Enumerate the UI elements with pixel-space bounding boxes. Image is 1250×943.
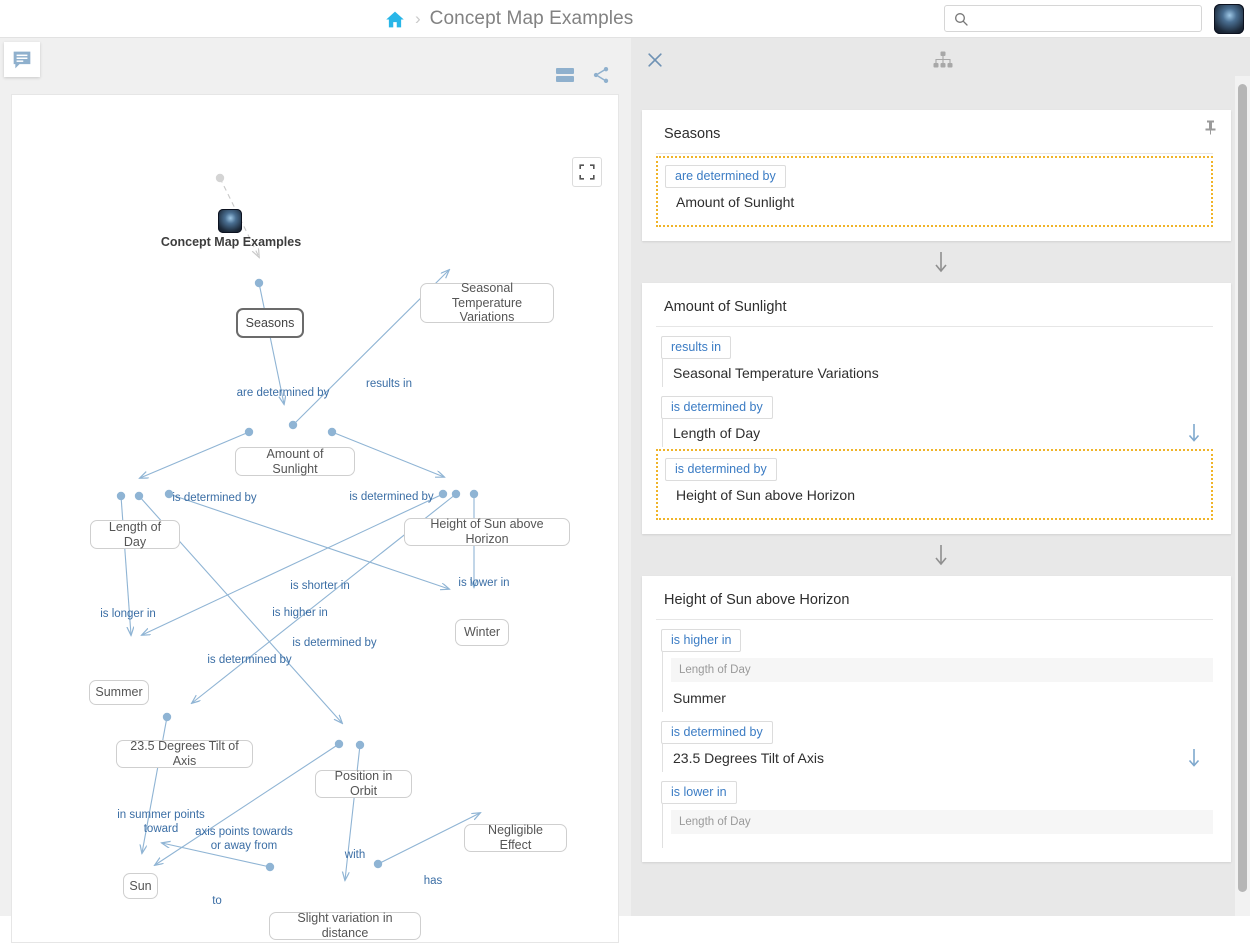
map-root-avatar-icon[interactable]: [218, 209, 242, 233]
relation-arrow-down-icon[interactable]: [1185, 423, 1203, 448]
relation-tag[interactable]: is lower in: [661, 781, 737, 804]
relation-block[interactable]: are determined by Amount of Sunlight: [656, 156, 1213, 227]
relation-body: 23.5 Degrees Tilt of Axis: [662, 744, 1213, 772]
hierarchy-icon[interactable]: [929, 46, 957, 74]
share-icon[interactable]: [591, 65, 611, 90]
breadcrumb: › Concept Map Examples: [384, 0, 633, 38]
relation-body: Length of Day: [662, 419, 1213, 447]
map-node[interactable]: Amount of Sunlight: [235, 447, 355, 476]
relation-target[interactable]: Amount of Sunlight: [676, 194, 795, 210]
detail-panel: Seasons are determined by Amount of Sunlig…: [631, 38, 1250, 916]
concept-map-panel: Concept Map Examples Seasons Seasonal Tem…: [0, 38, 631, 943]
map-edge-label: to: [212, 895, 222, 907]
map-edge-label: results in: [365, 378, 413, 390]
map-node[interactable]: Sun: [123, 873, 158, 899]
relation-tag[interactable]: results in: [661, 336, 732, 359]
relation-arrow-down-icon[interactable]: [1185, 748, 1203, 773]
map-node[interactable]: Summer: [89, 680, 149, 705]
relation-block[interactable]: is determined by Length of Day: [656, 387, 1213, 447]
map-node[interactable]: Length of Day: [90, 520, 180, 549]
search-input[interactable]: [975, 6, 1190, 31]
relation-target[interactable]: Seasonal Temperature Variations: [673, 365, 879, 381]
relation-tag[interactable]: is higher in: [661, 629, 742, 652]
relation-target[interactable]: 23.5 Degrees Tilt of Axis: [673, 750, 824, 766]
detail-cards-container: Seasons are determined by Amount of Sunlig…: [631, 76, 1250, 916]
relation-target[interactable]: Length of Day: [673, 425, 761, 441]
map-edges: [116, 173, 619, 943]
card-title: Seasons: [656, 126, 1213, 154]
map-edge-label: in summer points toward: [117, 809, 205, 835]
map-node[interactable]: Slight variation in distance: [269, 911, 421, 940]
relation-target[interactable]: Summer: [673, 690, 726, 706]
relation-body: Height of Sun above Horizon: [666, 481, 1207, 509]
relation-body: Seasonal Temperature Variations: [662, 359, 1213, 387]
relation-tag[interactable]: is determined by: [661, 396, 773, 419]
map-edge-label: is determined by: [172, 492, 257, 504]
map-edge-label: is lower in: [458, 577, 510, 589]
comment-icon[interactable]: [4, 42, 40, 77]
map-node[interactable]: 23.5 Degrees Tilt of Axis: [116, 739, 253, 768]
search-icon: [955, 13, 968, 26]
relation-block[interactable]: is determined by Height of Sun above Hori…: [656, 449, 1213, 520]
search-box[interactable]: [944, 5, 1202, 32]
map-node[interactable]: Seasonal Temperature Variations: [420, 281, 554, 324]
card-separator-arrow-down-icon: [631, 534, 1250, 576]
map-canvas[interactable]: Concept Map Examples Seasons Seasonal Tem…: [11, 94, 619, 943]
map-edge-label: is determined by: [292, 637, 377, 649]
pin-icon[interactable]: [1204, 120, 1217, 140]
relation-subtitle: Length of Day: [671, 810, 1213, 834]
breadcrumb-separator: ›: [415, 8, 421, 28]
avatar[interactable]: [1214, 4, 1244, 34]
map-edge-label: are determined by: [236, 387, 330, 399]
fullscreen-icon[interactable]: [572, 157, 602, 187]
relation-target[interactable]: Height of Sun above Horizon: [676, 487, 855, 503]
relation-tag[interactable]: is determined by: [665, 458, 777, 481]
card-separator-arrow-down-icon: [631, 241, 1250, 283]
layout-icon[interactable]: [555, 66, 575, 89]
card-title: Amount of Sunlight: [656, 299, 1213, 327]
scrollbar-thumb[interactable]: [1238, 84, 1247, 892]
map-node[interactable]: Seasons: [236, 308, 304, 338]
map-edge-label: with: [344, 849, 366, 861]
map-edge-label: is shorter in: [290, 580, 350, 592]
top-bar: › Concept Map Examples: [0, 0, 1250, 38]
card-title: Height of Sun above Horizon: [656, 592, 1213, 620]
relation-tag[interactable]: is determined by: [661, 721, 773, 744]
map-edge-label: is higher in: [272, 607, 328, 619]
relation-tag[interactable]: are determined by: [665, 165, 786, 188]
map-edge-label: axis points towards or away from: [195, 826, 293, 852]
detail-card[interactable]: Amount of Sunlight results in Seasonal Tem…: [642, 283, 1231, 534]
page-title: Concept Map Examples: [429, 8, 634, 29]
map-edge-label: is longer in: [100, 608, 156, 620]
map-root-label: Concept Map Examples: [160, 235, 302, 249]
map-edge-label: is determined by: [207, 654, 292, 666]
relation-subtitle: Length of Day: [671, 658, 1213, 682]
relation-block[interactable]: results in Seasonal Temperature Variation…: [656, 327, 1213, 387]
relation-block[interactable]: is lower in Length of Day: [656, 772, 1213, 848]
map-node[interactable]: Position in Orbit: [315, 769, 412, 798]
close-icon[interactable]: [641, 46, 669, 74]
map-edge-label: has: [423, 875, 443, 887]
map-node[interactable]: Negligible Effect: [464, 823, 567, 852]
relation-body: Amount of Sunlight: [666, 188, 1207, 216]
map-edge-label: is determined by: [349, 491, 434, 503]
home-icon[interactable]: [384, 9, 406, 30]
map-toolbar: [555, 65, 611, 90]
map-node[interactable]: Height of Sun above Horizon: [404, 517, 570, 546]
detail-card[interactable]: Seasons are determined by Amount of Sunlig…: [642, 110, 1231, 241]
relation-block[interactable]: is determined by 23.5 Degrees Tilt of Axi…: [656, 712, 1213, 772]
relation-body: Length of Day: [662, 804, 1213, 848]
map-node[interactable]: Winter: [455, 619, 509, 646]
